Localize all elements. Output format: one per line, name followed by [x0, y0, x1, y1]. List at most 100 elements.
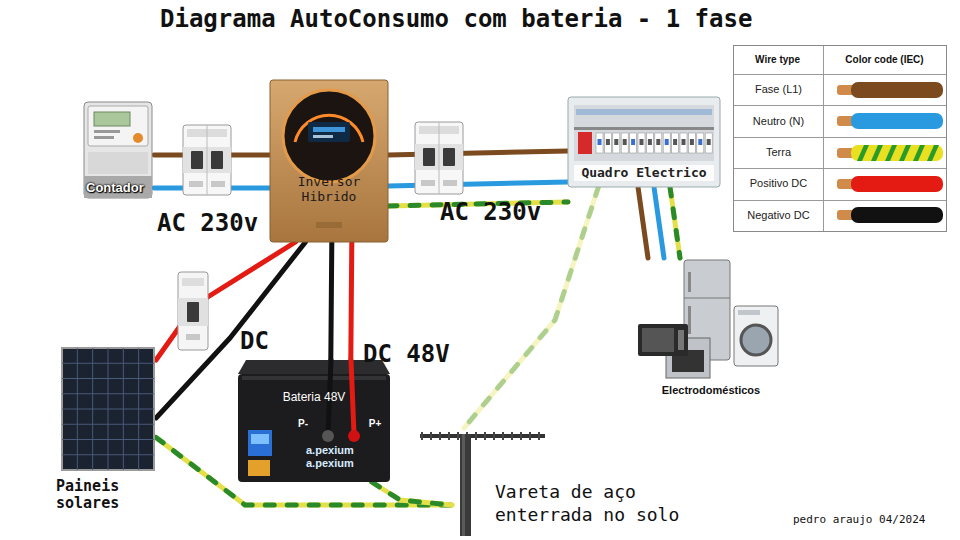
wire-bundle — [638, 187, 680, 258]
diagram-title: Diagrama AutoConsumo com bateria - 1 fas… — [160, 5, 752, 34]
illustration-part — [420, 434, 545, 438]
illustration-part — [680, 133, 687, 153]
illustration-part — [682, 139, 686, 145]
illustration-part — [705, 133, 712, 153]
table-row-line — [734, 74, 946, 75]
illustration-part — [313, 135, 333, 138]
illustration-part — [62, 363, 154, 364]
battery: Bateria 48VP-P+a.pexiuma.pexium — [238, 360, 390, 482]
illustration-part — [183, 125, 231, 195]
illustration-part — [62, 348, 154, 470]
earth-wire — [670, 187, 680, 258]
node-text: Quadro Electrico — [574, 165, 714, 181]
illustration-part — [133, 133, 143, 143]
illustration-part — [187, 302, 199, 322]
illustration-part — [574, 127, 714, 130]
illustration-part — [88, 106, 148, 146]
illustration-part — [415, 122, 463, 194]
illustration-part — [688, 272, 691, 292]
illustration-part — [638, 133, 645, 153]
illustration-part — [248, 460, 270, 476]
illustration-part — [656, 139, 660, 145]
node-text: P+ — [366, 418, 384, 430]
illustration-part — [84, 102, 152, 198]
wire — [638, 187, 648, 258]
illustration-part — [248, 430, 272, 456]
illustration-part — [191, 151, 203, 169]
illustration-part — [613, 133, 620, 153]
illustration-part — [251, 434, 269, 444]
illustration-part — [529, 432, 531, 440]
illustration-part — [439, 122, 440, 194]
illustration-part — [457, 432, 459, 440]
earth-cable — [851, 145, 943, 161]
illustration-part — [421, 180, 435, 186]
illustration-part — [242, 376, 386, 380]
illustration-part — [62, 378, 154, 379]
table-header: Color code (IEC) — [822, 46, 947, 73]
wire-bundle — [388, 151, 568, 206]
illustration-part — [648, 139, 652, 145]
illustration-part — [688, 133, 695, 153]
illustration-part — [655, 133, 662, 153]
illustration-part — [316, 222, 342, 228]
illustration-part — [738, 310, 760, 315]
illustration-part — [596, 133, 603, 153]
illustration-part — [443, 148, 455, 166]
illustration-part — [62, 454, 154, 455]
illustration-part — [462, 434, 465, 536]
hybrid-inverter-art — [270, 80, 388, 242]
wire — [351, 242, 352, 360]
illustration-part — [678, 330, 684, 350]
wire — [154, 153, 270, 158]
wire — [654, 187, 664, 258]
earth-stripe — [899, 145, 911, 161]
legend-text: Negativo DC — [734, 200, 823, 231]
illustration-part — [493, 432, 495, 440]
ground-rod: Vareta de aço enterrada no solo — [452, 428, 692, 528]
wire-label: AC 230v — [440, 198, 541, 227]
illustration-part — [322, 430, 334, 442]
illustration-part — [62, 409, 154, 410]
table-row-line — [734, 137, 946, 138]
node-text: a.pexium — [306, 444, 368, 457]
illustration-part — [502, 432, 504, 440]
illustration-part — [697, 133, 704, 153]
illustration-part — [631, 139, 635, 145]
node-text: Bateria 48V — [258, 390, 370, 404]
illustration-part — [672, 133, 679, 153]
illustration-part — [94, 112, 130, 126]
earth-stripe — [927, 145, 939, 161]
earth-stripe — [857, 145, 869, 161]
wire-bundle — [372, 482, 452, 505]
illustration-part — [270, 80, 388, 242]
illustration-part — [663, 133, 670, 153]
node-text: Paineis solares — [56, 478, 156, 512]
wire — [388, 151, 568, 155]
illustration-part — [642, 328, 674, 352]
illustration-part — [638, 324, 688, 356]
illustration-part — [182, 278, 204, 286]
earth-wire — [372, 482, 452, 505]
illustration-part — [484, 432, 486, 440]
illustration-part — [295, 115, 363, 142]
legend-text: Neutro (N) — [734, 105, 823, 136]
illustration-part — [423, 148, 435, 166]
illustration-part — [308, 122, 350, 142]
illustration-part — [574, 105, 714, 161]
illustration-part — [606, 139, 610, 145]
ac-breaker — [183, 125, 231, 195]
earth-stripe — [885, 145, 897, 161]
illustration-part — [183, 147, 231, 173]
legend-text: Positivo DC — [734, 168, 823, 199]
illustration-part — [178, 272, 208, 350]
earth-wire-stripe — [372, 482, 452, 505]
wire — [154, 186, 270, 191]
illustration-part — [211, 181, 225, 187]
illustration-part — [211, 151, 223, 169]
cable-sample — [837, 207, 947, 223]
illustration-part — [741, 325, 771, 355]
cable-sample — [837, 176, 947, 192]
illustration-part — [698, 139, 702, 145]
